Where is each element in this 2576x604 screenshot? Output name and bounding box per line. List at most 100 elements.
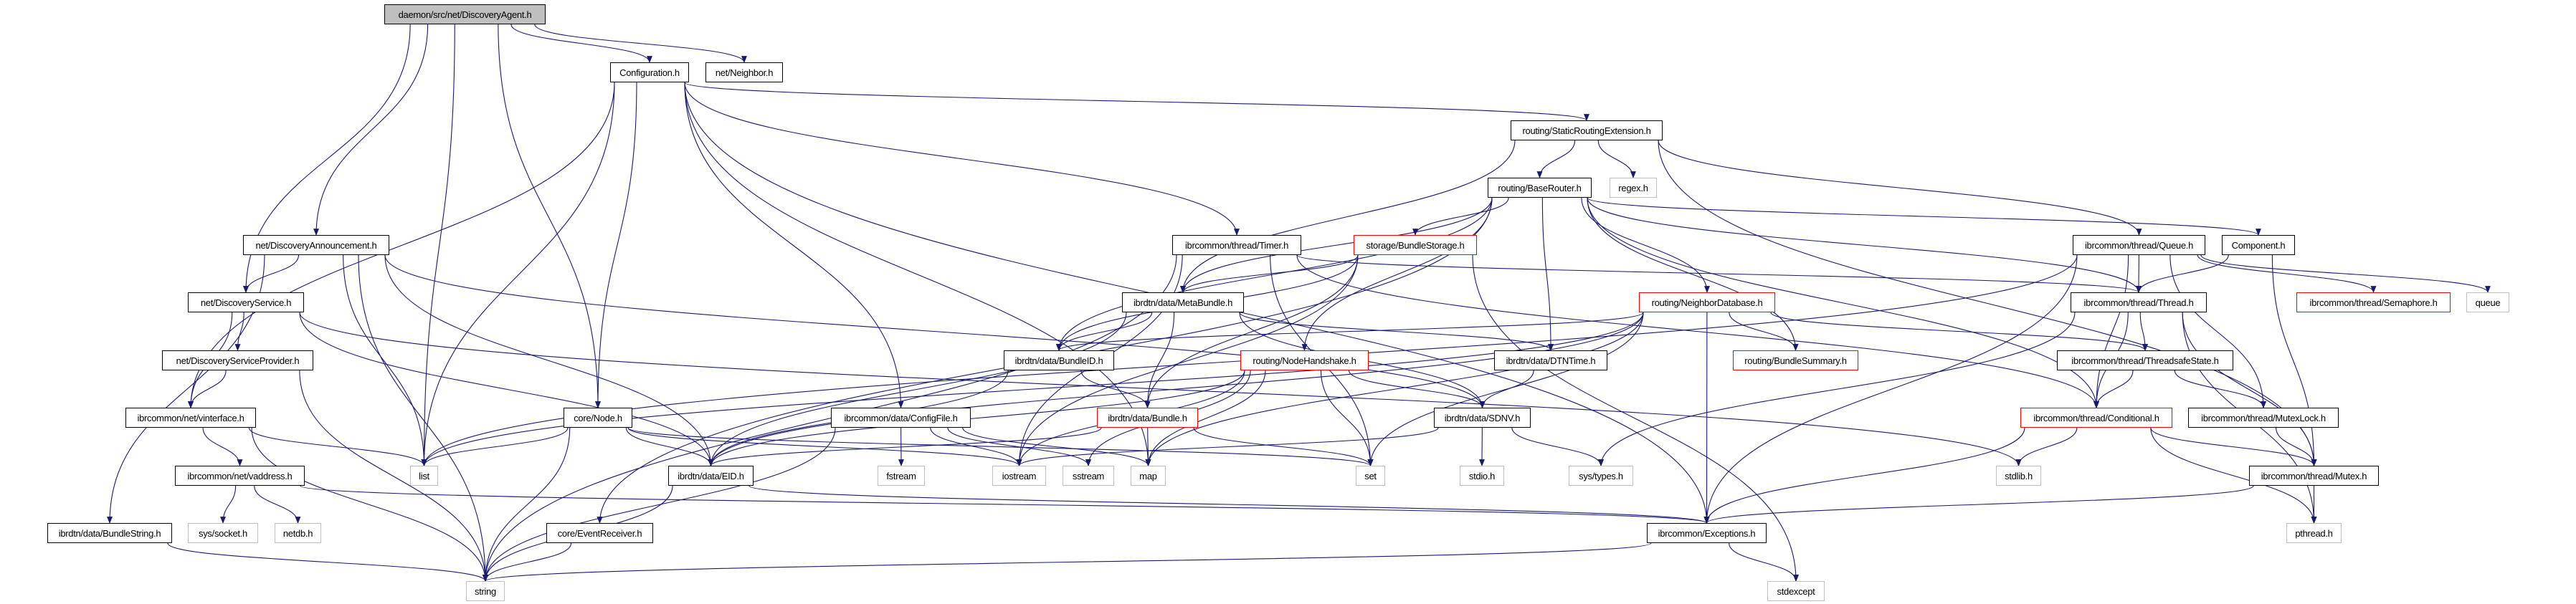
edge-net-discoveryannouncement-h-to-net-discoveryservice-h: [243, 254, 300, 293]
edge-core-node-h-to-iostream: [627, 427, 1022, 466]
edge-daemon-src-net-discoveryagent-h-to-net-neighbor-h: [534, 24, 747, 63]
edge-ibrcommon-net-vinterface-h-to-list: [248, 427, 427, 466]
edge-core-node-h-to-set: [627, 427, 1374, 466]
node-list: list: [410, 466, 438, 486]
node-iostream: iostream: [992, 466, 1046, 486]
node-routing-staticroutingextension-h[interactable]: routing/StaticRoutingExtension.h: [1511, 120, 1663, 140]
node-ibrdtn-data-eid-h[interactable]: ibrdtn/data/EID.h: [668, 466, 754, 486]
node-ibrcommon-thread-queue-h[interactable]: ibrcommon/thread/Queue.h: [2073, 235, 2205, 255]
edge-storage-bundlestorage-h-to-ibrdtn-data-bundle-h: [1144, 254, 1359, 408]
node-net-discoveryservice-h[interactable]: net/DiscoveryService.h: [188, 292, 304, 312]
edge-ibrcommon-thread-queue-h-to-queue: [2200, 254, 2491, 293]
edge-configuration-h-to-ibrcommon-thread-timer-h: [684, 82, 1240, 236]
edge-daemon-src-net-discoveryagent-h-to-core-node-h: [498, 24, 601, 408]
edge-routing-neighbordatabase-h-to-routing-bundlesummary-h: [1729, 312, 1799, 351]
edge-net-discoveryannouncement-h-to-ibrdtn-data-eid-h: [384, 254, 714, 466]
node-ibrcommon-thread-threadsafestate-h[interactable]: ibrcommon/thread/ThreadsafeState.h: [2057, 350, 2233, 370]
edge-ibrcommon-net-vinterface-h-to-ibrcommon-net-vaddress-h: [202, 427, 243, 466]
node-configuration-h[interactable]: Configuration.h: [610, 62, 689, 82]
edge-routing-nodehandshake-h-to-ibrdtn-data-eid-h: [708, 370, 1245, 466]
node-routing-bundlesummary-h[interactable]: routing/BundleSummary.h: [1733, 350, 1858, 370]
node-routing-baserouter-h[interactable]: routing/BaseRouter.h: [1488, 178, 1592, 198]
edge-ibrcommon-data-configfile-h-to-string: [483, 427, 836, 582]
node-routing-nodehandshake-h[interactable]: routing/NodeHandshake.h: [1240, 350, 1369, 370]
node-ibrcommon-thread-conditional-h[interactable]: ibrcommon/thread/Conditional.h: [2020, 408, 2172, 428]
node-ibrdtn-data-metabundle-h[interactable]: ibrdtn/data/MetaBundle.h: [1122, 292, 1244, 312]
node-net-neighbor-h[interactable]: net/Neighbor.h: [705, 62, 783, 82]
edge-configuration-h-to-core-node-h: [595, 82, 637, 408]
edge-ibrdtn-data-sdnv-h-to-iostream: [1016, 427, 1439, 466]
edge-ibrdtn-data-dtntime-h-to-ibrdtn-data-sdnv-h: [1479, 370, 1534, 408]
node-net-discoveryserviceprovider-h[interactable]: net/DiscoveryServiceProvider.h: [162, 350, 313, 370]
node-ibrcommon-data-configfile-h[interactable]: ibrcommon/data/ConfigFile.h: [831, 408, 971, 428]
edge-ibrdtn-data-metabundle-h-to-ibrdtn-data-eid-h: [708, 312, 1127, 466]
edge-component-h-to-ibrcommon-thread-mutex-h: [2271, 254, 2317, 466]
edge-ibrdtn-data-metabundle-h-to-ibrdtn-data-bundle-h: [1144, 312, 1175, 408]
edge-routing-baserouter-h-to-component-h: [1587, 197, 2261, 236]
node-ibrdtn-data-sdnv-h[interactable]: ibrdtn/data/SDNV.h: [1434, 408, 1531, 428]
edge-ibrcommon-thread-threadsafestate-h-to-ibrcommon-thread-mutexlock-h: [2174, 370, 2266, 408]
node-stdlib-h: stdlib.h: [1996, 466, 2041, 486]
node-stdio-h: stdio.h: [1460, 466, 1504, 486]
edge-net-discoveryserviceprovider-h-to-string: [299, 370, 488, 582]
node-core-eventreceiver-h[interactable]: core/EventReceiver.h: [546, 523, 653, 543]
edge-ibrcommon-net-vaddress-h-to-ibrcommon-exceptions-h: [300, 485, 1709, 524]
edge-ibrcommon-net-vaddress-h-to-netdb-h: [254, 485, 301, 524]
edge-ibrcommon-net-vinterface-h-to-string: [251, 427, 488, 582]
edge-core-node-h-to-list: [421, 427, 569, 466]
edge-routing-neighbordatabase-h-to-ibrdtn-data-eid-h: [708, 312, 1644, 466]
node-ibrcommon-thread-mutex-h[interactable]: ibrcommon/thread/Mutex.h: [2249, 466, 2379, 486]
node-routing-neighbordatabase-h[interactable]: routing/NeighborDatabase.h: [1639, 292, 1775, 312]
node-daemon-src-net-discoveryagent-h[interactable]: daemon/src/net/DiscoveryAgent.h: [384, 4, 546, 24]
edge-ibrcommon-thread-thread-h-to-ibrcommon-thread-mutex-h: [2182, 312, 2317, 466]
node-ibrcommon-thread-semaphore-h[interactable]: ibrcommon/thread/Semaphore.h: [2296, 292, 2451, 312]
node-queue: queue: [2466, 292, 2509, 312]
edge-core-eventreceiver-h-to-string: [483, 542, 572, 582]
edge-ibrcommon-thread-conditional-h-to-ibrcommon-thread-mutex-h: [2150, 427, 2317, 466]
edge-ibrcommon-data-configfile-h-to-sstream: [947, 427, 1091, 466]
node-ibrcommon-net-vinterface-h[interactable]: ibrcommon/net/vinterface.h: [125, 408, 256, 428]
edge-net-discoveryserviceprovider-h-to-ibrcommon-net-vinterface-h: [188, 370, 227, 408]
node-map: map: [1131, 466, 1166, 486]
node-ibrcommon-thread-timer-h[interactable]: ibrcommon/thread/Timer.h: [1172, 235, 1301, 255]
node-storage-bundlestorage-h[interactable]: storage/BundleStorage.h: [1354, 235, 1477, 255]
edge-ibrdtn-data-eid-h-to-ibrcommon-exceptions-h: [748, 485, 1709, 524]
edge-ibrdtn-data-bundle-h-to-ibrdtn-data-eid-h: [708, 427, 1102, 466]
edge-routing-baserouter-h-to-storage-bundlestorage-h: [1412, 197, 1509, 236]
node-ibrdtn-data-bundleid-h[interactable]: ibrdtn/data/BundleID.h: [1004, 350, 1114, 370]
edge-ibrcommon-thread-conditional-h-to-stdlib-h: [2015, 427, 2078, 466]
node-net-discoveryannouncement-h[interactable]: net/DiscoveryAnnouncement.h: [243, 235, 389, 255]
edge-routing-baserouter-h-to-ibrdtn-data-metabundle-h: [1180, 197, 1493, 293]
edge-configuration-h-to-ibrcommon-net-vinterface-h: [188, 82, 615, 408]
node-ibrdtn-data-bundle-h[interactable]: ibrdtn/data/Bundle.h: [1097, 408, 1198, 428]
node-sstream: sstream: [1063, 466, 1114, 486]
edge-net-discoveryannouncement-h-to-ibrdtn-data-sdnv-h: [384, 254, 1486, 408]
edge-ibrcommon-data-configfile-h-to-map: [962, 427, 1151, 466]
node-ibrcommon-net-vaddress-h[interactable]: ibrcommon/net/vaddress.h: [175, 466, 305, 486]
edge-ibrcommon-thread-timer-h-to-ibrcommon-thread-thread-h: [1296, 254, 2142, 293]
edge-routing-baserouter-h-to-routing-nodehandshake-h: [1301, 197, 1493, 351]
node-component-h[interactable]: Component.h: [2222, 235, 2295, 255]
edge-ibrcommon-thread-thread-h-to-ibrcommon-thread-threadsafestate-h: [2139, 312, 2148, 351]
node-ibrcommon-thread-mutexlock-h[interactable]: ibrcommon/thread/MutexLock.h: [2188, 408, 2339, 428]
edge-ibrdtn-data-metabundle-h-to-ibrdtn-data-dtntime-h: [1239, 312, 1554, 351]
node-ibrdtn-data-bundlestring-h[interactable]: ibrdtn/data/BundleString.h: [47, 523, 172, 543]
edge-routing-neighbordatabase-h-to-ibrcommon-thread-threadsafestate-h: [1770, 312, 2148, 351]
node-core-node-h[interactable]: core/Node.h: [564, 408, 632, 428]
node-netdb-h: netdb.h: [275, 523, 321, 543]
edge-routing-baserouter-h-to-routing-bundlesummary-h: [1587, 197, 1799, 351]
edge-core-node-h-to-ibrdtn-data-eid-h: [625, 427, 714, 466]
node-ibrdtn-data-dtntime-h[interactable]: ibrdtn/data/DTNTime.h: [1494, 350, 1607, 370]
edge-net-discoveryservice-h-to-net-discoveryserviceprovider-h: [234, 312, 244, 351]
edge-ibrcommon-data-configfile-h-to-iostream: [930, 427, 1022, 466]
node-ibrcommon-exceptions-h[interactable]: ibrcommon/Exceptions.h: [1647, 523, 1767, 543]
edge-configuration-h-to-list: [421, 82, 615, 466]
node-fstream: fstream: [878, 466, 925, 486]
edge-routing-nodehandshake-h-to-ibrdtn-data-sdnv-h: [1348, 370, 1486, 408]
edge-ibrdtn-data-bundlestring-h-to-string: [167, 542, 488, 582]
edge-ibrcommon-thread-queue-h-to-ibrcommon-thread-conditional-h: [2093, 254, 2129, 408]
node-ibrcommon-thread-thread-h[interactable]: ibrcommon/thread/Thread.h: [2071, 292, 2207, 312]
edge-ibrcommon-thread-thread-h-to-sys-types-h: [1598, 312, 2076, 466]
edge-configuration-h-to-ibrcommon-data-configfile-h: [684, 82, 904, 408]
